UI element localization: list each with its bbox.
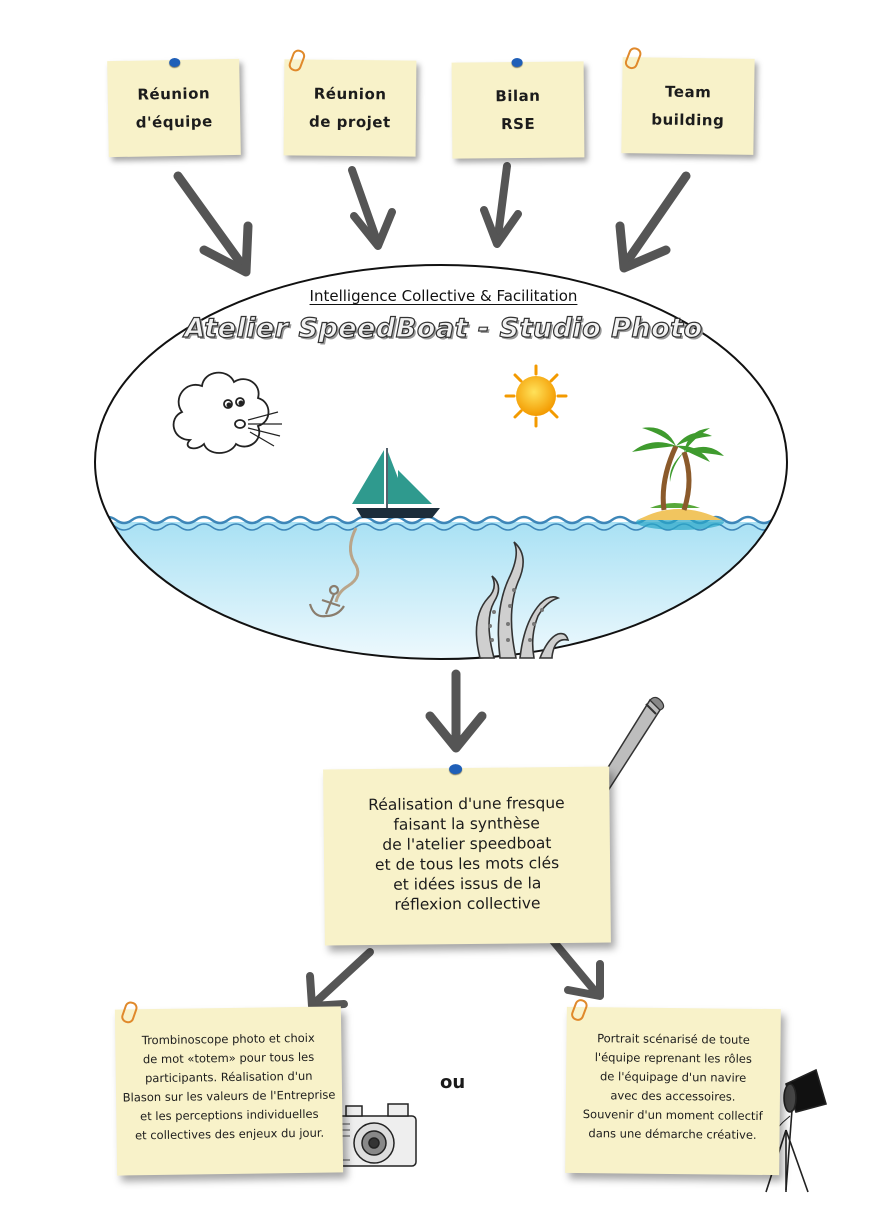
- note-bilan-rse: Bilan RSE: [451, 57, 585, 159]
- arrow-to-fresque: [425, 669, 487, 753]
- note-trombinoscope: Trombinoscope photo et choix de mot «tot…: [114, 999, 344, 1176]
- ellipse-title: Atelier SpeedBoat - Studio Photo: [184, 312, 703, 344]
- note-reunion-equipe: Réunion d'équipe: [107, 57, 241, 158]
- note-team-building-label: Team building: [651, 82, 725, 130]
- arrow-reunion-projet: [348, 166, 396, 250]
- octopus-tentacles-icon: [475, 541, 570, 659]
- blue-pin-icon: [449, 764, 463, 775]
- arrow-to-trombinoscope: [306, 948, 374, 1010]
- note-reunion-equipe-label: Réunion d'équipe: [135, 84, 213, 132]
- note-fresque: Réalisation d'une fresque faisant la syn…: [323, 764, 611, 946]
- separator-or: ou: [440, 1072, 466, 1093]
- note-reunion-projet: Réunion de projet: [283, 47, 417, 157]
- arrow-bilan-rse: [480, 162, 522, 248]
- blue-pin-icon: [511, 57, 523, 68]
- note-reunion-projet-label: Réunion de projet: [309, 84, 391, 132]
- note-trombinoscope-text: Trombinoscope photo et choix de mot «tot…: [122, 1030, 336, 1143]
- arrow-team-building: [615, 171, 691, 273]
- sun-icon: [504, 364, 568, 428]
- ellipse-subtitle: Intelligence Collective & Facilitation: [309, 287, 578, 305]
- arrow-reunion-equipe: [173, 171, 253, 277]
- anchor-icon: [308, 527, 360, 618]
- palm-island-icon: [632, 427, 724, 530]
- note-bilan-rse-label: Bilan RSE: [495, 86, 541, 134]
- camera-icon: [333, 1103, 417, 1167]
- note-portrait-text: Portrait scénarisé de toute l'équipe rep…: [582, 1031, 763, 1142]
- wind-cloud-icon: [172, 371, 282, 454]
- blue-pin-icon: [169, 57, 181, 68]
- note-fresque-text: Réalisation d'une fresque faisant la syn…: [368, 793, 565, 914]
- note-team-building: Team building: [621, 45, 755, 155]
- note-portrait: Portrait scénarisé de toute l'équipe rep…: [565, 997, 781, 1176]
- sailboat-icon: [352, 448, 440, 518]
